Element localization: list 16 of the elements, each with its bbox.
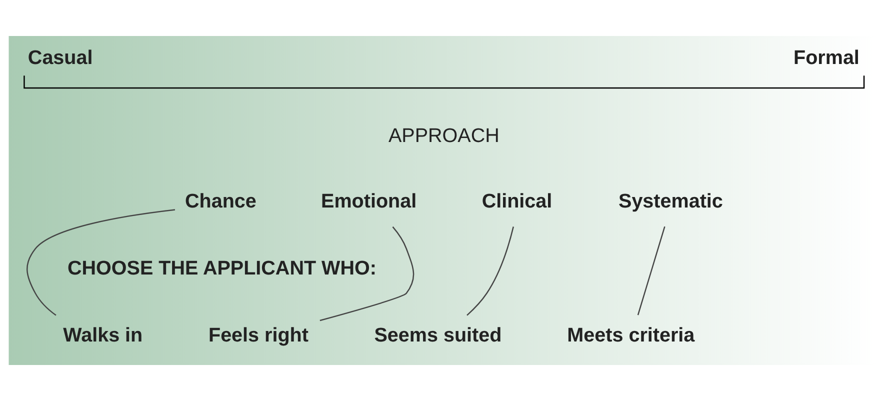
node-text: Walks in: [63, 324, 143, 346]
connector: [320, 226, 414, 321]
label: Casual: [28, 46, 93, 69]
node-text: Chance: [185, 190, 256, 212]
connector: [26, 208, 176, 316]
label: CHOOSE THE APPLICANT WHO:: [68, 256, 376, 279]
label: APPROACH: [388, 124, 500, 147]
label: Formal: [794, 46, 860, 69]
node-text: Seems suited: [374, 324, 502, 346]
node-text: Emotional: [321, 190, 417, 212]
connector: [637, 226, 666, 315]
connector: [466, 226, 514, 316]
node-text: Feels right: [208, 324, 308, 346]
node-text: Clinical: [482, 190, 552, 212]
node-text: Systematic: [618, 190, 723, 212]
node-text: Meets criteria: [567, 324, 695, 346]
